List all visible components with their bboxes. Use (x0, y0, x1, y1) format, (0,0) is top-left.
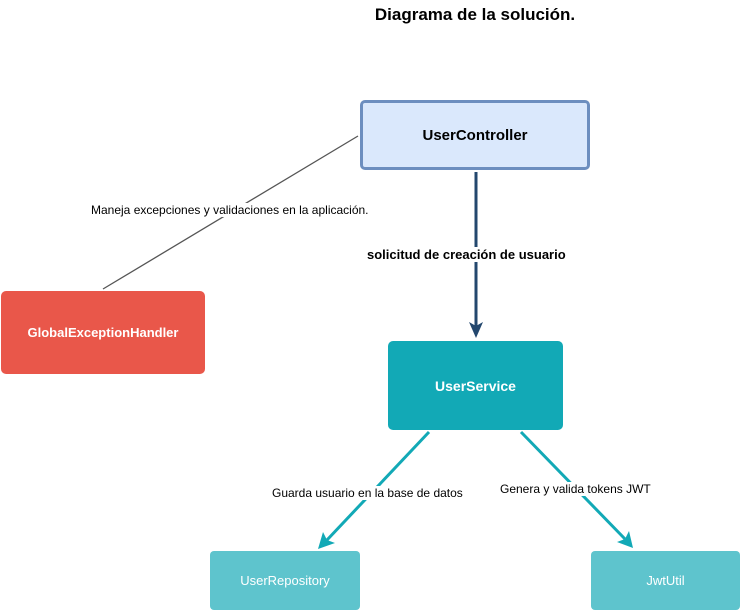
node-user-repository[interactable]: UserRepository (210, 551, 360, 610)
edge-label-user-creation: solicitud de creación de usuario (367, 247, 566, 262)
diagram-title: Diagrama de la solución. (374, 5, 576, 24)
arrowhead-repository (318, 532, 335, 549)
node-jwt-util[interactable]: JwtUtil (591, 551, 740, 610)
node-label: UserRepository (240, 573, 330, 588)
node-label: GlobalExceptionHandler (27, 325, 179, 340)
node-user-service[interactable]: UserService (388, 341, 563, 430)
node-label: UserService (435, 377, 516, 394)
edge-label-exceptions: Maneja excepciones y validaciones en la … (91, 203, 369, 217)
arrowhead-jwt (617, 531, 633, 548)
edge-label-save-user: Guarda usuario en la base de datos (272, 486, 463, 500)
node-user-controller[interactable]: UserController (360, 100, 590, 170)
node-global-exception-handler[interactable]: GlobalExceptionHandler (1, 291, 205, 374)
node-label: JwtUtil (646, 573, 685, 588)
arrowhead-service (469, 322, 483, 338)
node-label: UserController (422, 126, 528, 144)
edge-label-jwt-tokens: Genera y valida tokens JWT (500, 482, 651, 496)
